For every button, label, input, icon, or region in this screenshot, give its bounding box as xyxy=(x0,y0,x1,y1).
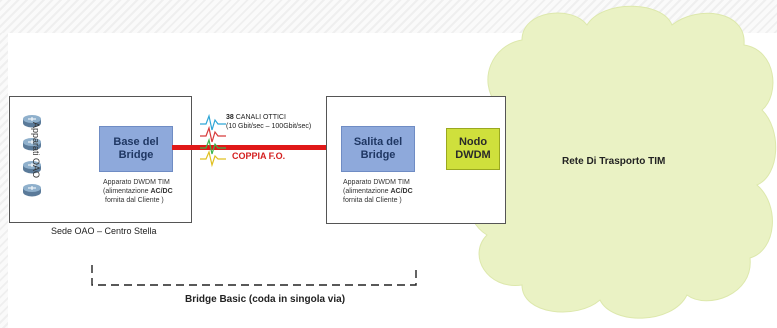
router-icon xyxy=(23,184,41,197)
desc-line: Apparato DWDM TIM xyxy=(103,179,170,186)
left-device-description: Apparato DWDM TIM (alimentazione AC/DC f… xyxy=(103,178,173,205)
bridge-ascent-box: Salita del Bridge xyxy=(341,126,415,172)
desc-line: (alimentazione AC/DC xyxy=(103,188,173,195)
router-icon xyxy=(23,138,41,151)
router-icon xyxy=(23,161,41,174)
bridge-basic-label: Bridge Basic (coda in singola via) xyxy=(185,294,346,305)
desc-line: Apparato DWDM TIM xyxy=(343,179,410,186)
dwdm-node-label: Nodo DWDM xyxy=(455,136,491,161)
bridge-ascent-label: Salita del Bridge xyxy=(353,136,403,161)
router-icon xyxy=(23,115,41,128)
bridge-base-label: Base del Bridge xyxy=(113,136,159,161)
optical-channels-label: 38 CANALI OTTICI (10 Gbit/sec – 100Gbit/… xyxy=(226,114,312,130)
bridge-span-bracket xyxy=(91,265,417,286)
dwdm-node-box: Nodo DWDM xyxy=(446,128,500,170)
fiber-pair-line xyxy=(172,145,326,150)
devices-label: Apparati OAO xyxy=(31,121,41,179)
optical-channels-icon xyxy=(200,113,226,168)
bridge-base-box: Base del Bridge xyxy=(99,126,173,172)
desc-line: fornita dal Cliente ) xyxy=(343,197,402,204)
left-site-label: Sede OAO – Centro Stella xyxy=(51,226,157,236)
desc-line: (alimentazione AC/DC xyxy=(343,188,413,195)
right-device-description: Apparato DWDM TIM (alimentazione AC/DC f… xyxy=(343,178,413,205)
background-hatch-left xyxy=(0,33,8,328)
transport-network-label: Rete Di Trasporto TIM xyxy=(562,156,666,167)
fiber-pair-label: COPPIA F.O. xyxy=(232,151,286,161)
desc-line: fornita dal Cliente ) xyxy=(105,197,164,204)
